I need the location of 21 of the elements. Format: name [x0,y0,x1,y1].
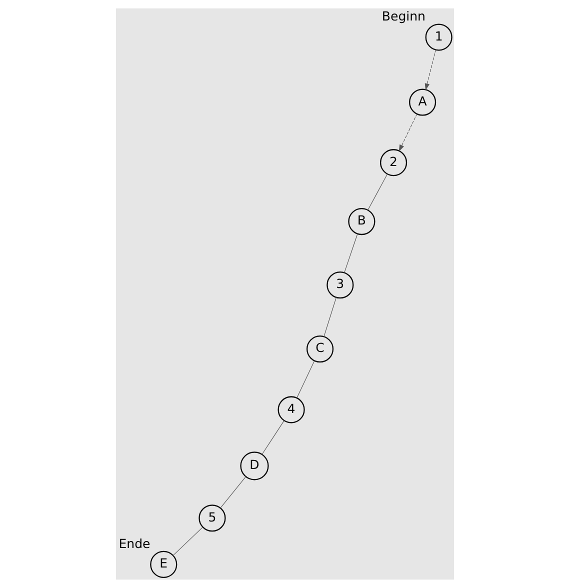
connector [220,476,246,508]
connector [172,526,204,556]
node-circle: 2 [380,149,408,176]
node-label: Beginn [382,8,426,24]
node-circle: 5 [198,504,226,532]
node-circle: B [348,208,376,236]
connector [324,297,337,337]
arrow [424,49,436,90]
node-circle: A [409,88,436,116]
node-circle: 4 [278,396,305,424]
connector [344,233,358,273]
node-circle: 3 [326,271,354,299]
node-circle: E [150,550,178,578]
node-label: Ende [118,536,150,551]
node-circle: D [240,452,269,480]
connector [296,360,315,398]
arrow [398,114,418,152]
node-circle: C [306,335,334,363]
connector [262,420,284,455]
node-circle: 1 [425,24,452,51]
connector [368,174,388,210]
